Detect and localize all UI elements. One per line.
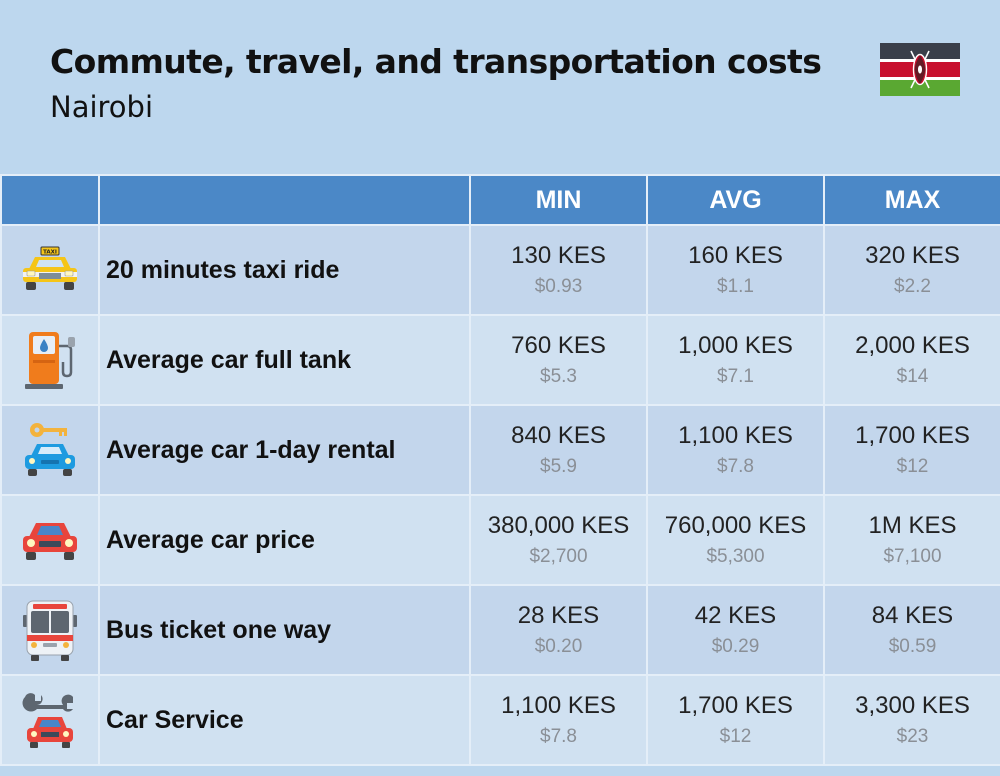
transport-costs-table: MIN AVG MAX TAXI <box>0 174 1000 766</box>
max-cell: 320 KES $2.2 <box>823 224 1000 316</box>
table-row: Average car full tank 760 KES $5.3 1,000 … <box>0 314 1000 406</box>
header-icon-column <box>0 174 100 226</box>
row-label: Average car price <box>98 494 471 586</box>
header-avg: AVG <box>646 174 825 226</box>
kes-value: 760,000 KES <box>664 512 807 539</box>
avg-cell: 1,000 KES $7.1 <box>646 314 825 406</box>
kes-value: 1,700 KES <box>855 422 970 449</box>
avg-cell: 42 KES $0.29 <box>646 584 825 676</box>
usd-value: $0.59 <box>888 636 937 657</box>
min-cell: 28 KES $0.20 <box>469 584 648 676</box>
kes-value: 84 KES <box>871 602 954 629</box>
usd-value: $1.1 <box>717 276 754 297</box>
max-cell: 84 KES $0.59 <box>823 584 1000 676</box>
page-title: Commute, travel, and transportation cost… <box>50 42 822 81</box>
table-row: Car Service 1,100 KES $7.8 1,700 KES $12 3… <box>0 674 1000 766</box>
kes-value: 3,300 KES <box>855 692 970 719</box>
kes-value: 1,100 KES <box>501 692 616 719</box>
max-cell: 2,000 KES $14 <box>823 314 1000 406</box>
kes-value: 160 KES <box>688 242 783 269</box>
fuel-pump-icon <box>25 332 75 389</box>
usd-value: $12 <box>896 456 929 477</box>
kes-value: 130 KES <box>511 242 606 269</box>
kes-value: 42 KES <box>694 602 777 629</box>
min-cell: 760 KES $5.3 <box>469 314 648 406</box>
car-icon <box>23 523 77 560</box>
row-label: Bus ticket one way <box>98 584 471 676</box>
row-label: Car Service <box>98 674 471 766</box>
car-service-icon <box>22 693 74 748</box>
avg-cell: 760,000 KES $5,300 <box>646 494 825 586</box>
svg-text:TAXI: TAXI <box>43 250 57 256</box>
kenya-flag-icon <box>880 43 960 96</box>
row-label: Average car 1-day rental <box>98 404 471 496</box>
table-row: TAXI 20 minutes taxi ride 130 KES $0.93 1… <box>0 224 1000 316</box>
kes-value: 1M KES <box>868 512 957 539</box>
kes-value: 760 KES <box>511 332 606 359</box>
kes-value: 380,000 KES <box>487 512 630 539</box>
avg-cell: 160 KES $1.1 <box>646 224 825 316</box>
table-row: Average car 1-day rental 840 KES $5.9 1,1… <box>0 404 1000 496</box>
kes-value: 28 KES <box>517 602 600 629</box>
row-label: Average car full tank <box>98 314 471 406</box>
kes-value: 2,000 KES <box>855 332 970 359</box>
usd-value: $5,300 <box>706 546 765 567</box>
usd-value: $2.2 <box>894 276 931 297</box>
min-cell: 840 KES $5.9 <box>469 404 648 496</box>
kes-value: 320 KES <box>865 242 960 269</box>
avg-cell: 1,100 KES $7.8 <box>646 404 825 496</box>
usd-value: $7.1 <box>717 366 754 387</box>
max-cell: 1,700 KES $12 <box>823 404 1000 496</box>
usd-value: $7,100 <box>883 546 942 567</box>
kes-value: 1,700 KES <box>678 692 793 719</box>
bus-icon <box>23 600 77 661</box>
avg-cell: 1,700 KES $12 <box>646 674 825 766</box>
header-min: MIN <box>469 174 648 226</box>
max-cell: 3,300 KES $23 <box>823 674 1000 766</box>
taxi-icon: TAXI <box>23 246 77 290</box>
kes-value: 1,000 KES <box>678 332 793 359</box>
usd-value: $2,700 <box>529 546 588 567</box>
usd-value: $23 <box>896 726 929 747</box>
usd-value: $14 <box>896 366 929 387</box>
min-cell: 380,000 KES $2,700 <box>469 494 648 586</box>
kes-value: 1,100 KES <box>678 422 793 449</box>
header-max: MAX <box>823 174 1000 226</box>
usd-value: $0.20 <box>534 636 583 657</box>
usd-value: $5.9 <box>540 456 577 477</box>
usd-value: $7.8 <box>540 726 577 747</box>
min-cell: 1,100 KES $7.8 <box>469 674 648 766</box>
car-rental-icon <box>25 423 75 476</box>
usd-value: $0.93 <box>534 276 583 297</box>
usd-value: $5.3 <box>540 366 577 387</box>
usd-value: $0.29 <box>711 636 760 657</box>
min-cell: 130 KES $0.93 <box>469 224 648 316</box>
row-label: 20 minutes taxi ride <box>98 224 471 316</box>
city-name: Nairobi <box>50 90 154 124</box>
table-header-row: MIN AVG MAX <box>0 174 1000 226</box>
max-cell: 1M KES $7,100 <box>823 494 1000 586</box>
table-row: Bus ticket one way 28 KES $0.20 42 KES $0.… <box>0 584 1000 676</box>
kes-value: 840 KES <box>511 422 606 449</box>
usd-value: $7.8 <box>717 456 754 477</box>
page-header: Commute, travel, and transportation cost… <box>0 0 1000 174</box>
table-row: Average car price 380,000 KES $2,700 760,… <box>0 494 1000 586</box>
header-label-column <box>98 174 471 226</box>
usd-value: $12 <box>719 726 752 747</box>
